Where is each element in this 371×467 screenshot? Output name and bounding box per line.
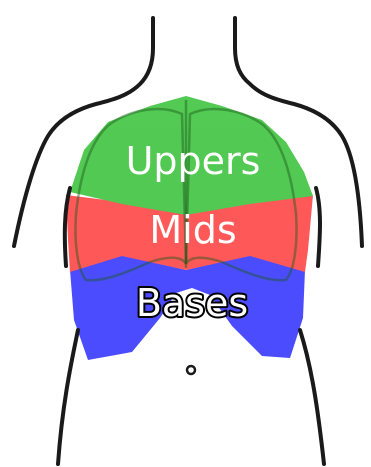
right-flank (300, 330, 324, 464)
left-flank (58, 330, 78, 464)
upper-zone-label: Uppers (126, 139, 261, 183)
navel-marker (187, 366, 195, 374)
middle-zone-label: Mids (149, 208, 236, 252)
lower-zone-label: Bases (136, 281, 248, 325)
right-arm-inner (316, 188, 320, 266)
